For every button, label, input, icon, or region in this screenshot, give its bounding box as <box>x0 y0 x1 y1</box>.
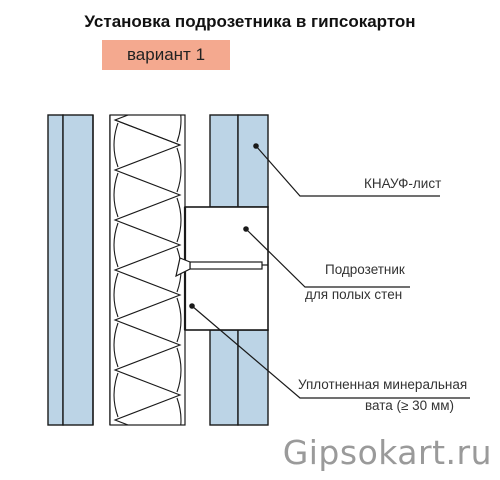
right-board-inner-top <box>209 114 239 208</box>
label-drywall-sheet: КНАУФ-лист <box>364 176 442 191</box>
right-board-outer-bottom <box>237 329 269 426</box>
label-socket-box-line2: для полых стен <box>305 287 403 302</box>
watermark: Gipsokart.ru <box>282 433 492 472</box>
wool-pattern <box>113 115 182 425</box>
diagram-title: Установка подрозетника в гипсокартон <box>84 12 416 31</box>
label-mineral-wool-line1: Уплотненная минеральная <box>298 377 468 392</box>
right-board-outer-top <box>237 114 269 208</box>
box-screw <box>175 257 268 278</box>
leader-lines <box>189 143 470 399</box>
variant-badge: вариант 1 <box>102 40 230 70</box>
left-board-outer <box>47 114 64 426</box>
label-mineral-wool-line2: вата (≥ 30 мм) <box>365 398 455 413</box>
mineral-wool <box>109 114 186 426</box>
right-board-inner-bottom <box>209 329 239 426</box>
label-socket-box-line1: Подрозетник <box>325 262 405 277</box>
left-board-inner <box>62 114 94 426</box>
